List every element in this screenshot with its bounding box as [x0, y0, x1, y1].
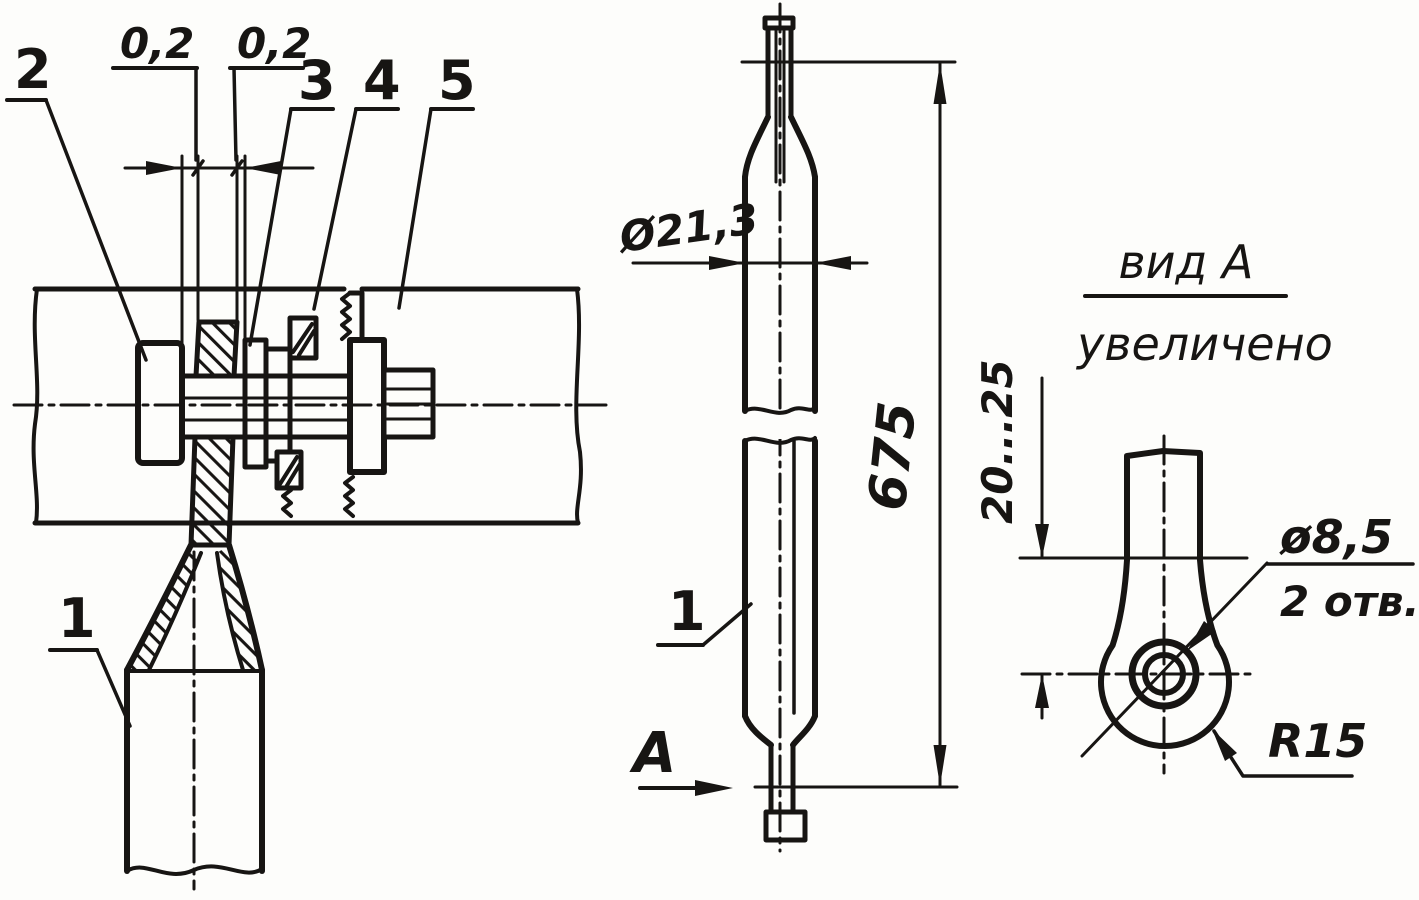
detail-view: вид A увеличено 20...25 ø8,5 2 отв. [973, 235, 1419, 778]
dim-arrowhead [709, 256, 745, 270]
leader-arrowhead [1187, 621, 1216, 651]
callout-5-label: 5 [438, 49, 476, 112]
hole-dimension-note: ø8,5 2 отв. [1187, 510, 1419, 651]
detail-title-label: вид A [1119, 235, 1254, 289]
hole-diagonal-leader [1080, 561, 1269, 758]
beam-break-left [31, 287, 40, 525]
dim-arrowhead [933, 63, 947, 104]
tube-lower [124, 542, 265, 876]
flattened-tube-section [188, 319, 240, 548]
radius-note: R15 [1212, 714, 1367, 778]
tube-elevation-outline [742, 15, 818, 843]
gap-dimension: 0,2 0,2 [111, 19, 315, 345]
thread-zigzag-lower-right [343, 475, 355, 518]
hole-diameter-label: ø8,5 [1279, 510, 1393, 564]
beam-break-right [574, 287, 583, 525]
callout-4-label: 4 [363, 49, 401, 112]
dim-arrowhead [1035, 524, 1049, 558]
dim-arrowhead [933, 745, 947, 786]
callout-3-label: 3 [298, 49, 336, 112]
beam-outline [31, 286, 583, 526]
view-arrowhead-icon [695, 780, 733, 796]
elevation-view: Ø21,3 675 1 A [615, 2, 959, 853]
detail-title: вид A увеличено [1075, 235, 1333, 371]
tube-elevation-break [743, 406, 817, 445]
detail-subtitle-label: увеличено [1075, 317, 1333, 371]
callout-1-label: 1 [58, 587, 96, 650]
radius-label: R15 [1268, 714, 1367, 768]
tube-end-cap [763, 809, 808, 843]
callouts: 2 3 4 5 1 [5, 38, 476, 728]
dim-arrowhead [146, 161, 182, 175]
length-dim-label: 675 [858, 399, 929, 513]
dim-arrowhead [815, 256, 851, 270]
dim-arrowhead [245, 161, 281, 175]
length-dimension: 675 [740, 60, 959, 789]
gap-dim-right-label: 0,2 [237, 19, 311, 68]
bolt-head [135, 340, 185, 466]
gap-dim-left-label: 0,2 [120, 19, 194, 68]
leader-arrowhead [1212, 729, 1237, 761]
flat-length-dim-label: 20...25 [973, 359, 1022, 524]
view-a-arrow: A [629, 721, 733, 796]
dim-arrowhead [1035, 674, 1049, 708]
view-direction-label: A [629, 721, 676, 786]
diameter-dim-label: Ø21,3 [615, 194, 762, 262]
threaded-collar [281, 290, 365, 518]
flat-length-dimension: 20...25 [973, 359, 1249, 720]
elevation-callout-1-label: 1 [668, 580, 706, 643]
hole-count-label: 2 отв. [1280, 577, 1419, 626]
diameter-dimension: Ø21,3 [615, 194, 869, 270]
callout-2-label: 2 [14, 38, 52, 101]
elevation-callout: 1 [656, 580, 753, 647]
lock-washer [274, 315, 319, 491]
section-view: 0,2 0,2 2 3 4 5 1 [5, 19, 614, 891]
